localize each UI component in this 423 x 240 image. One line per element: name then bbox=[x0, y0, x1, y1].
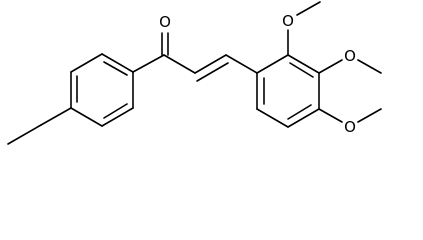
bond-ethyl-ch2-ring bbox=[40, 107, 72, 126]
bond-ring-left-2 bbox=[70, 53, 103, 73]
benzene-ring-right bbox=[256, 54, 320, 128]
bond-o2-to-methyl bbox=[357, 59, 382, 74]
bond-ring-right-5 bbox=[256, 108, 289, 128]
methoxy-oxygen-1-label: O bbox=[282, 12, 294, 30]
bond-ring-to-carbonyl bbox=[132, 54, 165, 73]
carbonyl-oxygen-label: O bbox=[159, 13, 171, 31]
bond-ring-left-3 bbox=[101, 53, 134, 73]
bond-ethyl-ch3-ch2 bbox=[7, 124, 42, 145]
bond-ring-left-double-2 bbox=[103, 61, 128, 76]
enone-chain bbox=[132, 32, 258, 82]
chemical-structure-diagram: O O O O bbox=[7, 1, 382, 145]
bond-ring-to-o2 bbox=[318, 59, 343, 74]
bond-o1-to-methyl bbox=[296, 1, 321, 16]
bond-ring-right-double-1 bbox=[289, 62, 314, 78]
bond-ring-left-double-3 bbox=[103, 103, 128, 119]
bond-beta-to-ring bbox=[225, 54, 258, 74]
bond-ring-right-4 bbox=[287, 108, 320, 128]
bond-ring-to-o3 bbox=[318, 108, 343, 123]
bond-ring-right-1 bbox=[256, 54, 289, 74]
ethyl-group bbox=[7, 107, 72, 145]
benzene-ring-left bbox=[70, 53, 134, 127]
bond-ring-right-double-2 bbox=[287, 104, 312, 120]
bond-ring-right-2 bbox=[287, 54, 320, 74]
methoxy-group-1: O bbox=[282, 1, 321, 56]
bond-carbonyl-to-alpha bbox=[163, 54, 196, 74]
methoxy-group-3: O bbox=[318, 108, 382, 136]
methoxy-group-2: O bbox=[318, 47, 382, 74]
bond-o3-to-methyl bbox=[357, 108, 382, 123]
methoxy-oxygen-3-label: O bbox=[344, 118, 356, 136]
bond-alpha-beta bbox=[194, 54, 227, 74]
bond-ring-left-6 bbox=[70, 107, 103, 127]
bond-ring-left-5 bbox=[101, 107, 134, 127]
bond-alpha-beta-double bbox=[196, 62, 229, 82]
methoxy-oxygen-2-label: O bbox=[344, 47, 356, 65]
